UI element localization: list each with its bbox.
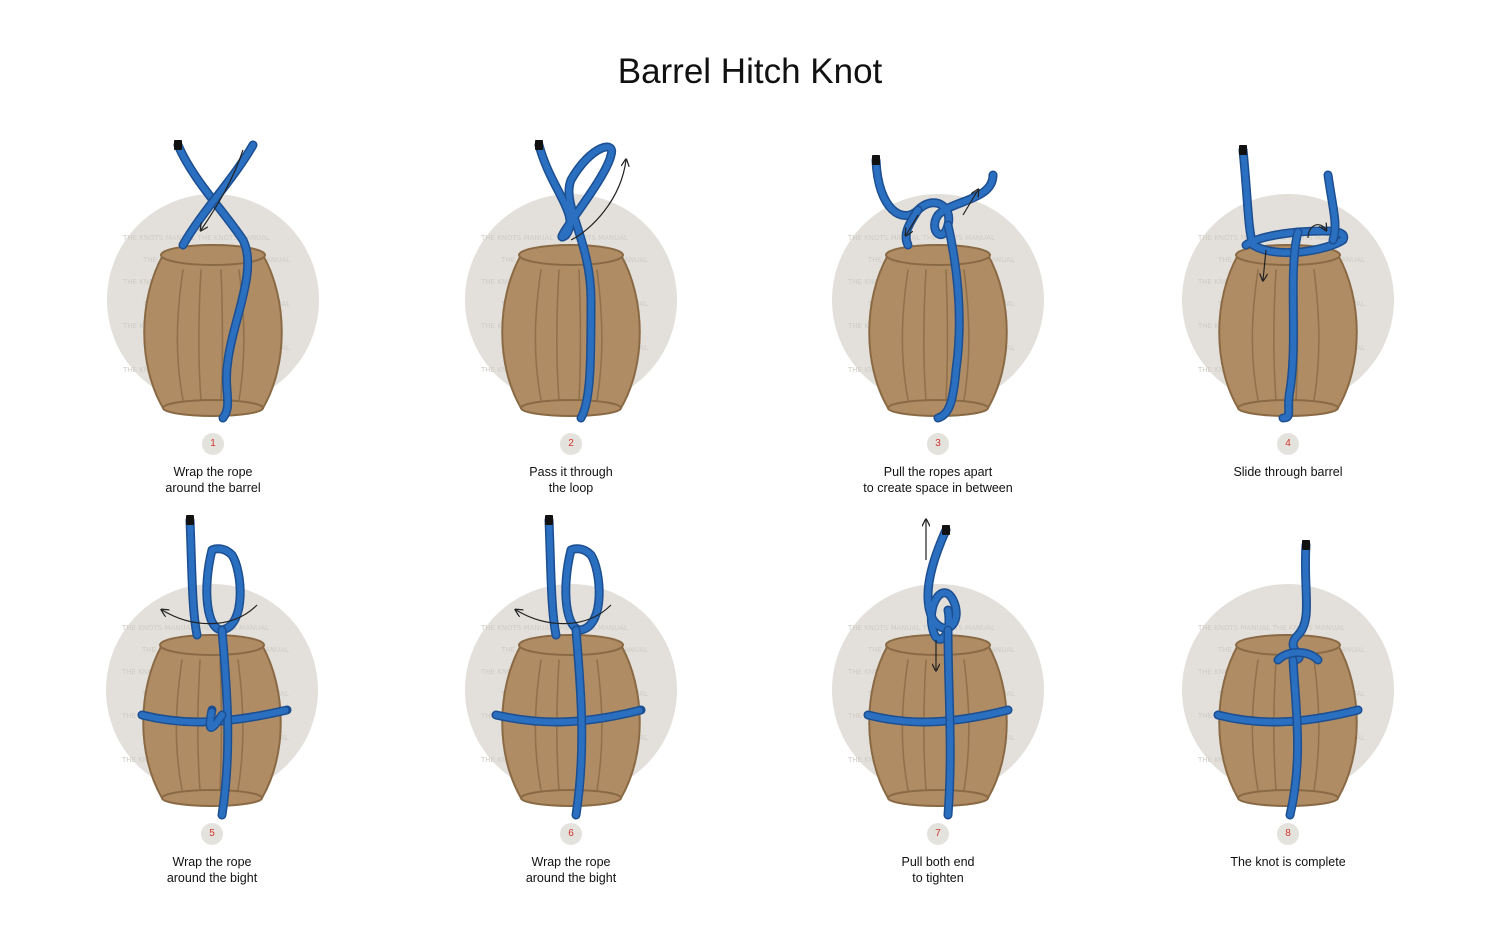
caption-line: The knot is complete [1230,855,1346,869]
caption-line: to tighten [912,870,964,885]
rope-end-cap [174,140,182,150]
caption-line: Slide through barrel [1233,465,1343,479]
step-number-badge: 5 [201,823,223,845]
direction-arrow [162,604,258,625]
step-number-badge: 3 [927,433,949,455]
step-illustration: THE KNOTS MANUAL THE KNOTS MANUAL THE KN… [832,510,1044,820]
barrel [501,244,641,417]
step-number-badge: 6 [560,823,582,845]
step-8-panel: THE KNOTS MANUAL THE KNOTS MANUAL THE KN… [1158,510,1418,930]
caption-line: Pass it through [529,465,613,479]
step-illustration: THE KNOTS MANUAL THE KNOTS MANUAL THE KN… [107,140,319,423]
watermark-text: THE KNOTS MANUAL THE KNOTS MANUAL [1197,624,1345,632]
rope-end-cap [1302,540,1310,550]
step-6-panel: THE KNOTS MANUAL THE KNOTS MANUAL THE KN… [441,510,701,930]
step-illustration: THE KNOTS MANUAL THE KNOTS MANUAL THE KN… [1182,540,1394,820]
caption-line: around the barrel [165,480,261,495]
caption-line: Pull both end [901,855,975,869]
rope-end-cap [186,515,194,525]
step-number-badge: 4 [1277,433,1299,455]
step-illustration: THE KNOTS MANUAL THE KNOTS MANUAL THE KN… [1182,145,1394,423]
watermark-text: THE KNOTS MANUAL THE KNOTS MANUAL [847,624,995,632]
step-2-panel: THE KNOTS MANUAL THE KNOTS MANUAL THE KN… [441,120,701,540]
step-number-badge: 1 [202,433,224,455]
step-illustration: THE KNOTS MANUAL THE KNOTS MANUAL THE KN… [465,515,677,820]
caption-line: to create space in between [863,480,1013,495]
rope-end-cap [942,525,950,535]
step-caption: Slide through barrel [1158,465,1418,481]
direction-arrow [570,160,626,241]
caption-line: Wrap the rope [531,855,611,869]
page-title: Barrel Hitch Knot [617,52,883,91]
barrel [1218,244,1358,417]
barrel [143,244,283,417]
step-4-panel: THE KNOTS MANUAL THE KNOTS MANUAL THE KN… [1158,120,1418,540]
caption-line: Pull the ropes apart [883,465,993,479]
barrel [868,244,1008,417]
rope-end-cap [545,515,553,525]
rope-end-cap [1239,145,1247,155]
direction-arrow [1263,249,1266,280]
watermark-text: THE KNOTS MANUAL THE KNOTS MANUAL [122,234,270,242]
step-number-badge: 7 [927,823,949,845]
step-5-panel: THE KNOTS MANUAL THE KNOTS MANUAL THE KN… [82,510,342,930]
direction-arrow [1307,225,1326,239]
rope-end-cap [535,140,543,150]
rope-end-cap [872,155,880,165]
step-illustration: THE KNOTS MANUAL THE KNOTS MANUAL THE KN… [465,140,677,423]
step-number-badge: 2 [560,433,582,455]
caption-line: the loop [548,480,594,495]
step-3-panel: THE KNOTS MANUAL THE KNOTS MANUAL THE KN… [808,120,1068,540]
caption-line: around the bight [525,870,617,885]
watermark-text: THE KNOTS MANUAL THE KNOTS MANUAL [480,234,628,242]
step-caption: The knot is complete [1158,855,1418,871]
caption-line: around the bight [166,870,258,885]
step-7-panel: THE KNOTS MANUAL THE KNOTS MANUAL THE KN… [808,510,1068,930]
step-1-panel: THE KNOTS MANUAL THE KNOTS MANUAL THE KN… [83,120,343,540]
direction-arrow [962,190,978,216]
step-illustration: THE KNOTS MANUAL THE KNOTS MANUAL THE KN… [832,155,1044,423]
step-number-badge: 8 [1277,823,1299,845]
caption-line: Wrap the rope [173,465,253,479]
watermark-text: THE KNOTS MANUAL THE KNOTS MANUAL [847,234,995,242]
caption-line: Wrap the rope [172,855,252,869]
direction-arrow [516,604,612,625]
direction-arrow [201,149,244,230]
direction-arrow [906,214,919,235]
step-illustration: THE KNOTS MANUAL THE KNOTS MANUAL THE KN… [106,515,318,820]
